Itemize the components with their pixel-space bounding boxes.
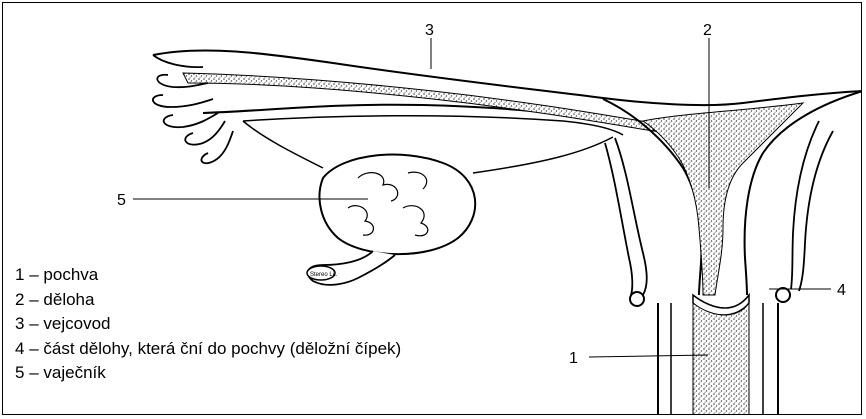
- legend-item: 3 – vejcovod: [15, 312, 401, 337]
- vessel-end-right: [776, 288, 790, 302]
- vagina-lumen: [693, 303, 749, 415]
- fimbriae: [153, 55, 233, 163]
- legend: 1 – pochva 2 – děloha 3 – vejcovod 4 – č…: [15, 263, 401, 386]
- uterus-cavity: [643, 103, 803, 295]
- ovary: [319, 155, 475, 255]
- legend-item: 1 – pochva: [15, 263, 401, 288]
- legend-item: 5 – vaječník: [15, 361, 401, 386]
- diagram-frame: 3 2 5 4 1 Stereo Lit. 1 – pochva 2 – děl…: [2, 2, 862, 415]
- label-3: 3: [425, 22, 434, 39]
- legend-item: 4 – část dělohy, která ční do pochvy (dě…: [15, 337, 401, 362]
- ligament-arc: [243, 116, 623, 135]
- label-4: 4: [837, 282, 846, 299]
- label-5: 5: [117, 192, 126, 209]
- fallopian-tube-lumen: [183, 73, 653, 131]
- label-1: 1: [569, 350, 578, 367]
- legend-item: 2 – děloha: [15, 288, 401, 313]
- vessel-end-left: [630, 292, 644, 306]
- label-2: 2: [703, 22, 712, 39]
